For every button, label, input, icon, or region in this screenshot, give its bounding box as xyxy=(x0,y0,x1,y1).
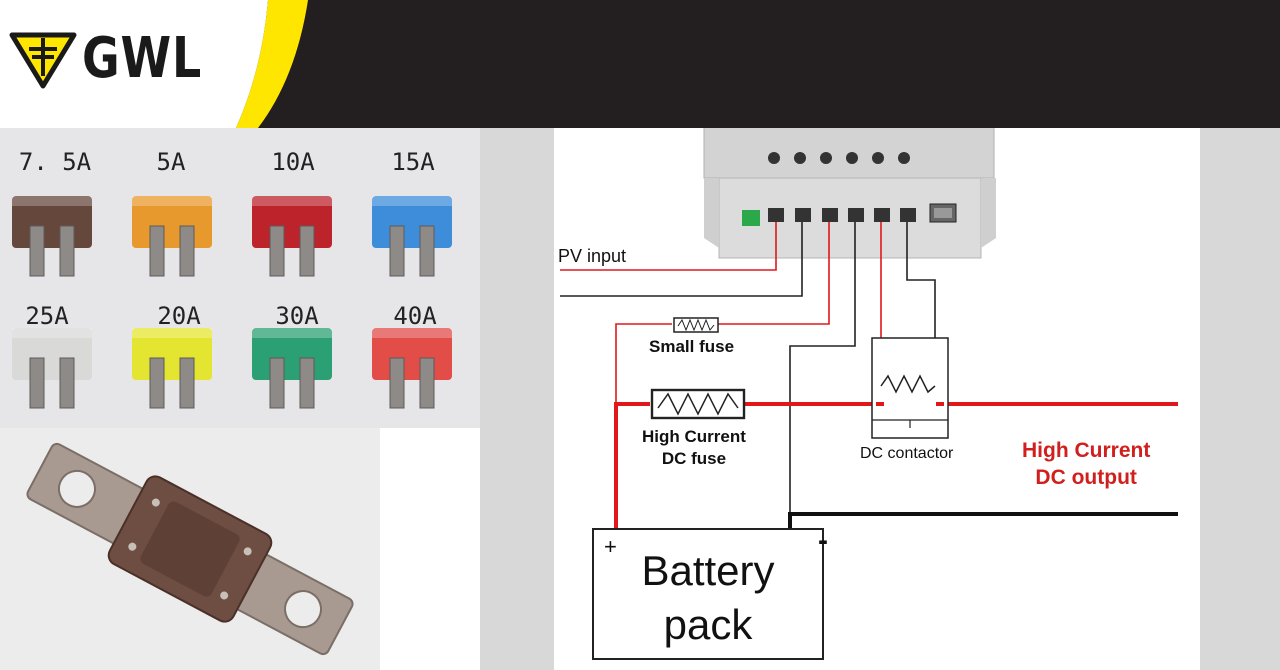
blade-fuse-icon xyxy=(132,328,212,409)
hc-fuse-label: High Current DC fuse xyxy=(642,426,746,470)
charge-controller-icon xyxy=(703,128,996,259)
high-current-fuse-icon xyxy=(650,388,746,420)
hc-fuse-label-line1: High Current xyxy=(642,427,746,446)
dc-contactor-label: DC contactor xyxy=(860,445,954,462)
battery-pack: + - Battery pack xyxy=(592,524,828,660)
fuse-rating-label: 30A xyxy=(275,302,319,330)
small-fuse-icon xyxy=(673,317,719,333)
blade-fuse-icon xyxy=(252,196,332,277)
logo-background-icon xyxy=(0,0,308,128)
hc-fuse-label-line2: DC fuse xyxy=(661,449,727,468)
fuse-rating-label: 5A xyxy=(156,148,186,176)
wiring-lines xyxy=(560,128,1178,530)
positive-terminal-sign: + xyxy=(604,534,617,559)
blade-fuse-icon xyxy=(372,328,452,409)
battery-label: Battery pack xyxy=(594,544,822,652)
logo: GWL xyxy=(0,0,310,128)
mega-fuse-photo xyxy=(0,428,380,670)
blade-fuse-icon xyxy=(12,196,92,277)
blank-panel xyxy=(380,428,480,670)
battery-label-line2: pack xyxy=(663,601,753,648)
side-strip-left xyxy=(480,128,554,670)
mega-fuse-icon xyxy=(26,442,354,656)
fuse-rating-label: 25A xyxy=(25,302,69,330)
hc-output-label-line2: DC output xyxy=(1035,466,1137,489)
pv-input-label: PV input xyxy=(558,246,627,266)
blade-fuse-chart: 7. 5A 5A 10A 15A 25A 20A 30A 40A xyxy=(0,128,480,428)
blade-fuse-icon xyxy=(252,328,332,409)
hc-output-label-line1: High Current xyxy=(1022,439,1151,462)
fuse-rating-label: 15A xyxy=(391,148,435,176)
blade-fuse-icon xyxy=(132,196,212,277)
blade-fuses-svg xyxy=(12,196,452,409)
ground-triangle-icon xyxy=(9,32,77,89)
wiring-diagram: PV input Small fuse High Current DC fuse… xyxy=(554,128,1200,670)
fuse-rating-label: 10A xyxy=(271,148,315,176)
brand-name: GWL xyxy=(82,26,203,91)
fuse-rating-label: 40A xyxy=(393,302,437,330)
fuse-rating-label: 7. 5A xyxy=(18,148,92,176)
battery-label-line1: Battery xyxy=(641,547,775,594)
contactor-coil-icon xyxy=(871,337,949,439)
side-strip-right xyxy=(1200,128,1280,670)
negative-terminal-sign: - xyxy=(818,524,828,557)
header-bar: GWL xyxy=(0,0,1280,128)
blade-fuse-icon xyxy=(372,196,452,277)
hc-output-label: High Current DC output xyxy=(1022,437,1150,491)
blade-fuse-icon xyxy=(12,328,92,409)
fuse-rating-label: 20A xyxy=(157,302,201,330)
small-fuse-label: Small fuse xyxy=(649,337,735,356)
